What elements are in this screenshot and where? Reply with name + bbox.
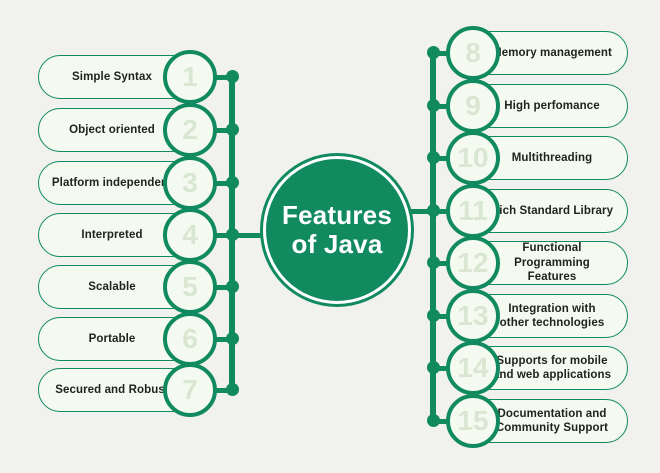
feature-item-7: Secured and Robust 7	[38, 363, 217, 417]
junction-dot	[427, 256, 440, 269]
feature-number-badge: 14	[446, 341, 500, 395]
junction-dot	[427, 204, 440, 217]
feature-number: 7	[182, 374, 198, 405]
feature-number: 11	[458, 195, 488, 226]
feature-number: 6	[182, 323, 198, 354]
feature-item-9: High perfomance 9	[446, 79, 628, 133]
feature-item-15: Documentation and Community Support 15	[446, 394, 628, 448]
feature-label: Integration with other technologies	[499, 302, 605, 329]
feature-number-badge: 15	[446, 394, 500, 448]
feature-number: 9	[465, 90, 481, 121]
feature-number-badge: 7	[163, 363, 217, 417]
feature-item-1: Simple Syntax 1	[38, 50, 217, 104]
feature-number-badge: 1	[163, 50, 217, 104]
feature-item-12: Functional Programming Features 12	[446, 236, 628, 290]
feature-label: Multithreading	[511, 151, 593, 164]
junction-dot	[226, 123, 239, 136]
feature-item-2: Object oriented 2	[38, 103, 217, 157]
junction-dot	[427, 151, 440, 164]
feature-number: 2	[182, 114, 198, 145]
feature-label: Secured and Robust	[55, 383, 169, 396]
feature-item-5: Scalable 5	[38, 260, 217, 314]
connector-line	[210, 337, 236, 342]
feature-item-11: Rich Standard Library 11	[446, 184, 628, 238]
feature-label: Scalable	[88, 280, 136, 293]
feature-item-8: Memory management 8	[446, 26, 628, 80]
feature-number: 5	[182, 271, 198, 302]
feature-number: 12	[457, 247, 489, 278]
feature-label: Interpreted	[81, 228, 143, 241]
junction-dot	[427, 99, 440, 112]
feature-label: Functional Programming Features	[514, 242, 590, 284]
feature-number: 14	[457, 352, 489, 383]
feature-label: Rich Standard Library	[490, 204, 614, 217]
center-node: Features of Java	[263, 156, 411, 304]
junction-dot	[226, 70, 239, 83]
junction-dot	[427, 414, 440, 427]
connector-line	[210, 181, 236, 186]
feature-number: 13	[457, 300, 489, 331]
junction-dot	[226, 280, 239, 293]
right-trunk-line	[430, 51, 436, 425]
feature-number: 4	[182, 219, 198, 250]
feature-number-badge: 10	[446, 131, 500, 185]
feature-label: Portable	[88, 332, 136, 345]
junction-dot	[226, 332, 239, 345]
feature-number: 10	[457, 142, 489, 173]
junction-dot	[226, 228, 239, 241]
junction-dot	[427, 309, 440, 322]
junction-dot	[427, 46, 440, 59]
feature-label: Documentation and Community Support	[495, 407, 609, 434]
feature-label: Simple Syntax	[72, 70, 152, 83]
connector-line	[210, 285, 236, 290]
feature-label: Platform independent	[51, 176, 173, 189]
feature-label: Object oriented	[69, 123, 155, 136]
feature-item-4: Interpreted 4	[38, 208, 217, 262]
feature-label: Supports for mobile and web applications	[492, 354, 612, 381]
feature-item-13: Integration with other technologies 13	[446, 289, 628, 343]
connector-line	[210, 388, 236, 393]
feature-item-6: Portable 6	[38, 312, 217, 366]
junction-dot	[427, 361, 440, 374]
feature-number-badge: 11	[446, 184, 500, 238]
feature-number-badge: 5	[163, 260, 217, 314]
feature-number-badge: 13	[446, 289, 500, 343]
feature-number: 8	[465, 37, 481, 68]
feature-number-badge: 9	[446, 79, 500, 133]
junction-dot	[226, 176, 239, 189]
feature-number-badge: 4	[163, 208, 217, 262]
connector-line	[210, 75, 236, 80]
feature-number-badge: 2	[163, 103, 217, 157]
feature-item-14: Supports for mobile and web applications…	[446, 341, 628, 395]
feature-item-10: Multithreading 10	[446, 131, 628, 185]
connector-line	[210, 128, 236, 133]
feature-item-3: Platform independent 3	[38, 156, 217, 210]
feature-label: High perfomance	[504, 99, 600, 112]
center-title: Features of Java	[282, 199, 392, 259]
feature-number-badge: 8	[446, 26, 500, 80]
junction-dot	[226, 383, 239, 396]
feature-number: 3	[182, 167, 198, 198]
feature-number: 1	[182, 61, 198, 92]
feature-label: Memory management	[492, 46, 612, 59]
feature-number-badge: 3	[163, 156, 217, 210]
feature-number-badge: 12	[446, 236, 500, 290]
feature-number-badge: 6	[163, 312, 217, 366]
feature-number: 15	[457, 405, 489, 436]
